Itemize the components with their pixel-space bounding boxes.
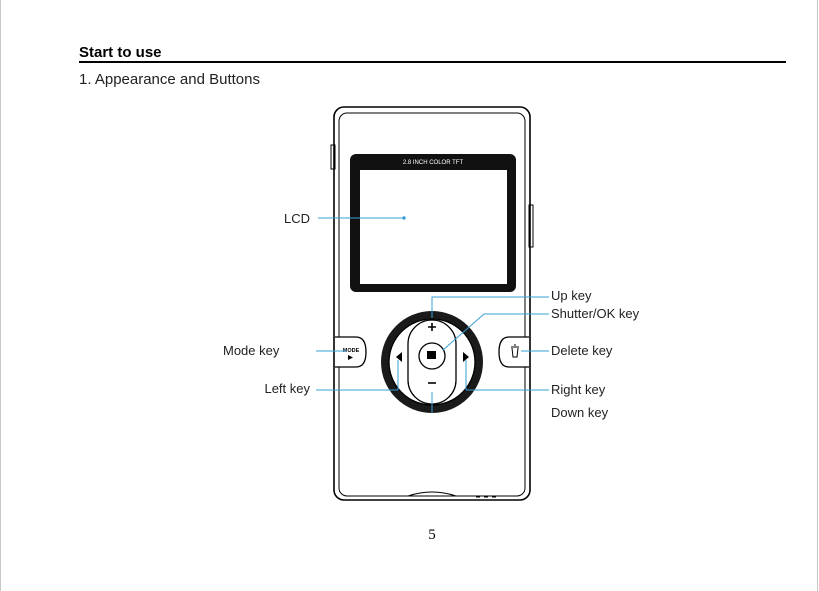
page-edge-right [817,0,818,591]
callout-down-key: Down key [551,405,609,420]
right-arrow-icon [463,352,469,362]
shutter-icon [427,351,436,359]
trash-icon [511,344,519,358]
plus-icon [428,323,436,331]
section-heading: Start to use [79,44,162,61]
lcd-screen: 2.8 INCH COLOR TFT [350,154,516,292]
screen-label: 2.8 INCH COLOR TFT [403,160,464,166]
callout-left-key: Left key [264,381,310,396]
callout-lcd: LCD [283,211,310,226]
delete-button [498,336,529,368]
page-edge-left [0,0,1,591]
callout-right-key: Right key [551,382,606,397]
callout-mode-key: Mode key [223,343,280,358]
callout-shutter-ok-key: Shutter/OK key [551,306,640,321]
device-body [330,106,534,501]
callout-up-key: Up key [551,288,592,303]
page-number: 5 [428,527,436,543]
callout-delete-key: Delete key [551,343,613,358]
mode-button: MODE [335,336,367,368]
mode-button-text: MODE [343,348,360,354]
subheading: 1. Appearance and Buttons [79,71,260,88]
leader-lines [316,216,549,413]
left-arrow-icon [396,352,402,362]
heading-rule [79,61,786,63]
